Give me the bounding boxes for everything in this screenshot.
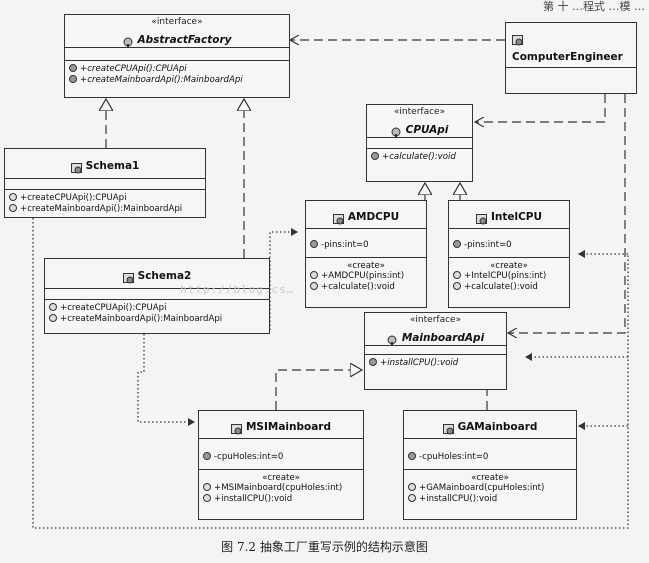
operation-icon bbox=[9, 204, 17, 212]
dep-engineer-mainboardapi bbox=[508, 94, 626, 333]
private-attr-icon bbox=[310, 240, 318, 248]
abstract-op-icon bbox=[69, 75, 77, 83]
private-attr-icon bbox=[408, 452, 416, 460]
interface-icon bbox=[391, 123, 402, 138]
class-amd-cpu[interactable]: AMDCPU -pins:int=0 «create» +AMDCPU(pins… bbox=[305, 200, 427, 308]
operation: +installCPU():void bbox=[214, 494, 293, 504]
operation-icon bbox=[408, 494, 416, 502]
realize-msi-mainboardapi bbox=[275, 370, 362, 410]
stereotype-label: «interface» bbox=[393, 107, 446, 117]
class-ga-mainboard[interactable]: GAMainboard -cpuHoles:int=0 «create» +GA… bbox=[403, 410, 577, 520]
class-name: Schema1 bbox=[85, 160, 140, 172]
create-stereotype: «create» bbox=[490, 261, 528, 271]
create-stereotype: «create» bbox=[347, 261, 385, 271]
abstract-op-icon bbox=[69, 64, 77, 72]
abstract-op-icon bbox=[371, 152, 379, 160]
operation: +createMainboardApi():MainboardApi bbox=[20, 204, 183, 214]
operation: +calculate():void bbox=[321, 282, 395, 292]
class-msi-mainboard[interactable]: MSIMainboard -cpuHoles:int=0 «create» +M… bbox=[198, 410, 364, 520]
attribute: -pins:int=0 bbox=[464, 240, 512, 250]
operation: +calculate():void bbox=[382, 152, 456, 162]
operation: +GAMainboard(cpuHoles:int) bbox=[419, 483, 545, 493]
dep-schema2-amdcpu bbox=[269, 228, 298, 330]
class-icon bbox=[230, 420, 242, 435]
operation: +AMDCPU(pins:int) bbox=[321, 271, 405, 281]
operation: +createMainboardApi():MainboardApi bbox=[80, 75, 243, 85]
operation-icon bbox=[9, 193, 17, 201]
operation-icon bbox=[49, 303, 57, 311]
operation-icon bbox=[49, 314, 57, 322]
operation: +calculate():void bbox=[464, 282, 538, 292]
attribute: -cpuHoles:int=0 bbox=[419, 452, 489, 462]
stereotype-label: «interface» bbox=[409, 315, 462, 325]
class-name: Schema2 bbox=[137, 270, 192, 282]
class-name: GAMainboard bbox=[457, 421, 538, 433]
operation: +createCPUApi():CPUApi bbox=[80, 64, 187, 74]
watermark: http://blog.cs… bbox=[180, 283, 295, 296]
interface-icon bbox=[387, 331, 398, 346]
class-name: MSIMainboard bbox=[245, 421, 332, 433]
operation-icon bbox=[453, 282, 461, 290]
operation: +MSIMainboard(cpuHoles:int) bbox=[214, 483, 343, 493]
class-name: IntelCPU bbox=[490, 211, 543, 223]
create-stereotype: «create» bbox=[471, 473, 509, 483]
private-attr-icon bbox=[203, 452, 211, 460]
private-attr-icon bbox=[453, 240, 461, 248]
class-schema2[interactable]: Schema2 +createCPUApi():CPUApi +createMa… bbox=[44, 258, 270, 334]
operation: +createCPUApi():CPUApi bbox=[20, 193, 127, 203]
operation: +installCPU():void bbox=[419, 494, 498, 504]
operation: +IntelCPU(pins:int) bbox=[464, 271, 547, 281]
class-name: CPUApi bbox=[405, 124, 449, 136]
page-header-fragment: 第 十 …程式 …模 … bbox=[543, 0, 645, 13]
class-abstract-factory[interactable]: «interface» AbstractFactory +createCPUAp… bbox=[64, 14, 290, 98]
attribute: -pins:int=0 bbox=[321, 240, 369, 250]
class-name: AMDCPU bbox=[347, 211, 400, 223]
class-name: ComputerEngineer bbox=[512, 51, 623, 63]
class-computer-engineer[interactable]: ComputerEngineer bbox=[505, 22, 637, 94]
class-cpu-api[interactable]: «interface» CPUApi +calculate():void bbox=[366, 104, 473, 182]
operation: +installCPU():void bbox=[380, 358, 459, 368]
operation-icon bbox=[310, 282, 318, 290]
class-schema1[interactable]: Schema1 +createCPUApi():CPUApi +createMa… bbox=[4, 148, 206, 218]
class-name: AbstractFactory bbox=[137, 34, 232, 46]
create-stereotype: «create» bbox=[262, 473, 300, 483]
operation-icon bbox=[310, 271, 318, 279]
class-icon bbox=[475, 210, 487, 225]
class-icon bbox=[122, 269, 134, 284]
class-icon bbox=[442, 420, 454, 435]
operation-icon bbox=[203, 483, 211, 491]
class-icon bbox=[332, 210, 344, 225]
stereotype-label: «interface» bbox=[151, 17, 203, 27]
figure-caption: 图 7.2 抽象工厂重写示例的结构示意图 bbox=[221, 540, 428, 554]
class-mainboard-api[interactable]: «interface» MainboardApi +installCPU():v… bbox=[364, 312, 507, 390]
attribute: -cpuHoles:int=0 bbox=[214, 452, 284, 462]
class-name: MainboardApi bbox=[401, 332, 485, 344]
operation: +createCPUApi():CPUApi bbox=[60, 303, 167, 313]
dep-schema2-msimainboard bbox=[137, 334, 195, 426]
class-icon bbox=[512, 31, 523, 46]
abstract-op-icon bbox=[369, 358, 377, 366]
class-intel-cpu[interactable]: IntelCPU -pins:int=0 «create» +IntelCPU(… bbox=[448, 200, 570, 308]
class-icon bbox=[70, 159, 82, 174]
operation-icon bbox=[203, 494, 211, 502]
operation: +createMainboardApi():MainboardApi bbox=[60, 314, 223, 324]
interface-icon bbox=[123, 33, 134, 48]
dep-engineer-cpuapi bbox=[475, 94, 606, 122]
operation-icon bbox=[408, 483, 416, 491]
operation-icon bbox=[453, 271, 461, 279]
